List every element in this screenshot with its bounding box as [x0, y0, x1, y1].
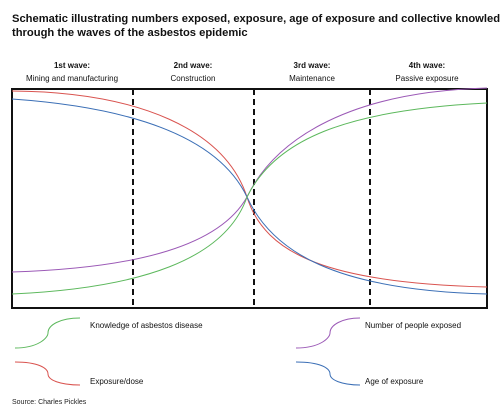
- wave-1-header: 1st wave: Mining and manufacturing: [13, 59, 131, 85]
- legend-swatch-age: [295, 361, 361, 386]
- wave-1-name: 1st wave:: [53, 61, 91, 70]
- curve-age: [11, 98, 488, 295]
- title-line-1: Schematic illustrating numbers exposed, …: [12, 13, 500, 25]
- title-line-2: through the waves of the asbestos epidem…: [12, 27, 248, 39]
- legend-label-age: Age of exposure: [365, 377, 424, 386]
- wave-4-name: 4th wave:: [408, 61, 446, 70]
- legend-label-knowledge: Knowledge of asbestos disease: [90, 321, 203, 330]
- source-note: Source: Charles Pickles: [12, 399, 87, 406]
- diagram-title: Schematic illustrating numbers exposed, …: [12, 12, 500, 40]
- wave-1-desc: Mining and manufacturing: [25, 74, 119, 83]
- chart-frame: [11, 88, 488, 309]
- curve-exposure: [11, 90, 488, 288]
- wave-4-desc: Passive exposure: [395, 74, 459, 83]
- wave-2-header: 2nd wave: Construction: [134, 59, 252, 85]
- legend-swatch-exposure: [14, 361, 81, 386]
- curve-people: [11, 87, 488, 273]
- legend-swatch-knowledge: [14, 317, 81, 349]
- wave-3-header: 3rd wave: Maintenance: [253, 59, 371, 85]
- curve-knowledge: [11, 102, 488, 295]
- legend-swatch-people: [295, 317, 361, 349]
- wave-4-header: 4th wave: Passive exposure: [368, 59, 486, 85]
- wave-2-desc: Construction: [170, 74, 216, 83]
- legend-label-exposure: Exposure/dose: [90, 377, 144, 386]
- wave-3-name: 3rd wave:: [293, 61, 331, 70]
- wave-3-desc: Maintenance: [289, 74, 335, 83]
- legend-label-people: Number of people exposed: [365, 321, 462, 330]
- wave-2-name: 2nd wave:: [173, 61, 213, 70]
